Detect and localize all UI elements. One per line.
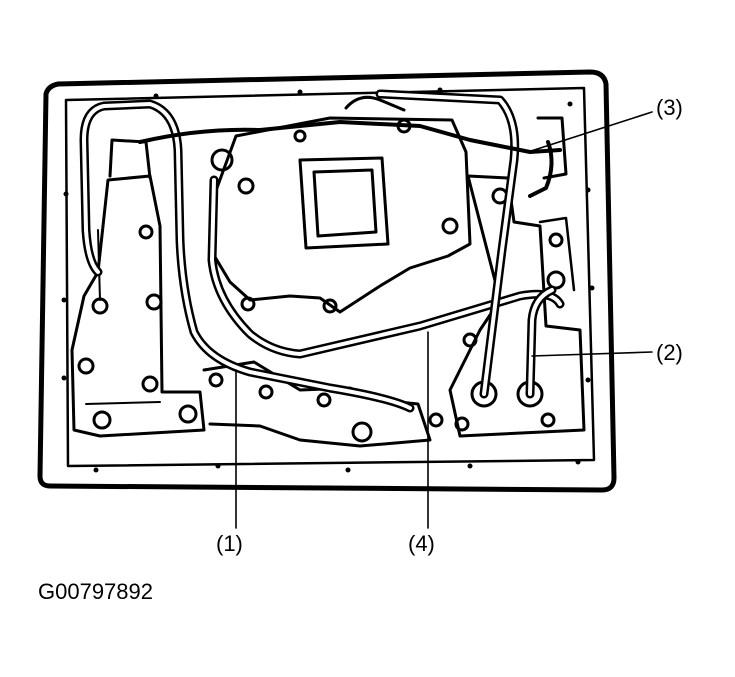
callout-2: (2) xyxy=(656,340,683,365)
callout-3: (3) xyxy=(656,95,683,120)
figure-id: G00797892 xyxy=(38,579,153,604)
filter-window xyxy=(312,168,378,238)
central-body-bolts xyxy=(210,118,459,314)
callout-4: (4) xyxy=(408,531,435,556)
callout-1: (1) xyxy=(216,531,243,556)
pipe-2 xyxy=(375,89,520,399)
left-block-bolts xyxy=(77,224,198,430)
central-valve-body xyxy=(210,116,472,314)
left-valve-block xyxy=(70,174,206,438)
pan-bolt-holes xyxy=(61,87,595,473)
leader-lines xyxy=(235,111,653,529)
wire-harness-3 xyxy=(138,120,562,154)
pan-plate xyxy=(37,69,617,493)
right-valve-block xyxy=(448,174,586,438)
